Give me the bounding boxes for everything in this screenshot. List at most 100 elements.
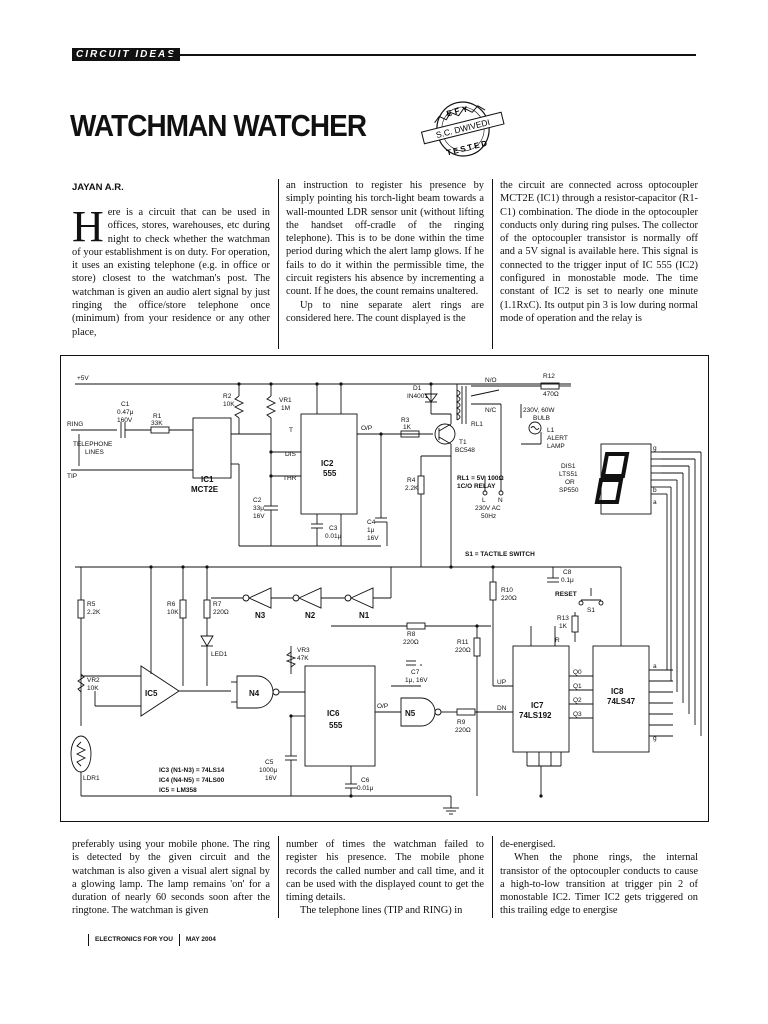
- paragraph: the circuit are connected across optocou…: [500, 180, 698, 324]
- label-mains-1: 230V AC: [475, 505, 501, 512]
- label-seg-g: g: [653, 445, 657, 452]
- label-dis1-c: SP550: [559, 487, 579, 494]
- label-r2-val: 10K: [223, 401, 235, 408]
- label-op: O/P: [361, 425, 372, 432]
- label-r1-val: 33K: [151, 420, 163, 427]
- label-dn: DN: [497, 705, 507, 712]
- footer-publication: ELECTRONICS FOR YOU: [95, 936, 173, 943]
- label-r10: R10: [501, 587, 513, 594]
- label-ic6: IC6: [327, 709, 340, 718]
- author-byline: JAYAN A.R.: [72, 182, 124, 193]
- label-r7: R7: [213, 601, 222, 608]
- column-divider: [492, 179, 493, 349]
- label-c8-val: 0.1μ: [561, 577, 574, 584]
- label-d1: D1: [413, 385, 422, 392]
- label-r8: R8: [407, 631, 416, 638]
- label-n4: N4: [249, 689, 260, 698]
- column-divider: [492, 836, 493, 918]
- label-dis1-a: LTS51: [559, 471, 578, 478]
- label-r12: R12: [543, 373, 555, 380]
- label-c7: C7: [411, 669, 420, 676]
- label-q0: Q0: [573, 669, 582, 676]
- label-r2: R2: [223, 393, 232, 400]
- label-ic5: IC5: [145, 689, 158, 698]
- footer-bar: [88, 934, 89, 946]
- label-c4-val: 1μ: [367, 527, 375, 534]
- paragraph: The telephone lines (TIP and RING) in: [300, 905, 463, 917]
- label-relay-2: 1C/O RELAY: [457, 483, 496, 490]
- label-t1-part: BC548: [455, 447, 475, 454]
- label-lines-2: LINES: [85, 449, 104, 456]
- label-ic2-part: 555: [323, 469, 337, 478]
- label-c5-val: 1000μ: [259, 767, 277, 774]
- label-r11: R11: [457, 639, 469, 646]
- label-c6-val: 0.01μ: [357, 785, 374, 792]
- label-led1: LED1: [211, 651, 228, 658]
- label-lamp-3: LAMP: [547, 443, 565, 450]
- label-c3: C3: [329, 525, 338, 532]
- label-c2-val: 33μ: [253, 505, 264, 512]
- label-mains-l: L: [482, 497, 486, 504]
- label-vr2: VR2: [87, 677, 100, 684]
- label-up: UP: [497, 679, 506, 686]
- column-3-bottom: de-energised. When the phone rings, the …: [500, 838, 698, 918]
- paragraph: de-energised.: [500, 839, 556, 850]
- label-mains-2: 50Hz: [481, 513, 496, 520]
- label-c1-val: 0.47μ: [117, 409, 134, 416]
- label-r3-val: 1K: [403, 424, 412, 431]
- label-relay-1: RL1 = 5V, 100Ω: [457, 475, 504, 482]
- label-vr1-val: 1M: [281, 405, 290, 412]
- label-lamp-2: ALERT: [547, 435, 568, 442]
- column-2-top: an instruction to register his presence …: [286, 179, 484, 325]
- label-c6: C6: [361, 777, 370, 784]
- label-r4-val: 2.2K: [405, 485, 419, 492]
- label-r5-val: 2.2K: [87, 609, 101, 616]
- column-divider: [278, 836, 279, 918]
- label-c3-val: 0.01μ: [325, 533, 342, 540]
- label-nc: N/C: [485, 407, 497, 414]
- label-lines-1: TELEPHONE: [73, 441, 113, 448]
- label-d1-part: IN4001: [407, 393, 428, 400]
- label-r13: R13: [557, 615, 569, 622]
- label-q3: Q3: [573, 711, 582, 718]
- label-t: T: [289, 427, 293, 434]
- label-c5: C5: [265, 759, 274, 766]
- column-2-bottom: number of times the watchman failed to r…: [286, 838, 484, 918]
- circuit-schematic: +5V RING TIP TELEPHONE LINES C1 0.47μ 16…: [60, 355, 709, 822]
- label-n1: N1: [359, 611, 370, 620]
- label-legend-2: IC4 (N4-N5) = 74LS00: [159, 777, 225, 784]
- label-ring: RING: [67, 421, 83, 428]
- label-legend-3: IC5 = LM358: [159, 787, 197, 794]
- label-n3: N3: [255, 611, 266, 620]
- label-ic7-part: 74LS192: [519, 711, 552, 720]
- label-t1: T1: [459, 439, 467, 446]
- label-dis: DIS: [285, 451, 297, 458]
- label-r12-val: 470Ω: [543, 391, 559, 398]
- label-r13-val: 1K: [559, 623, 568, 630]
- label-c8: C8: [563, 569, 572, 576]
- label-legend-1: IC3 (N1-N3) = 74LS14: [159, 767, 225, 774]
- label-tip: TIP: [67, 473, 77, 480]
- paragraph: When the phone rings, the internal trans…: [500, 852, 698, 917]
- efy-tested-stamp: EFY S.C. DWIVEDI TESTED: [420, 101, 505, 158]
- paragraph: preferably using your mobile phone. The …: [72, 839, 270, 917]
- label-vr2-val: 10K: [87, 685, 99, 692]
- label-bulb-2: BULB: [533, 415, 550, 422]
- label-r: R: [555, 637, 560, 644]
- footer-bar: [178, 934, 180, 946]
- section-header: CIRCUIT IDEAS: [72, 47, 696, 63]
- label-seg-a2: a: [653, 663, 657, 670]
- label-n2: N2: [305, 611, 316, 620]
- label-r5: R5: [87, 601, 96, 608]
- label-ic6-part: 555: [329, 721, 343, 730]
- label-ic8-part: 74LS47: [607, 697, 636, 706]
- label-q1: Q1: [573, 683, 582, 690]
- section-tag: CIRCUIT IDEAS: [72, 48, 180, 61]
- label-r7-val: 220Ω: [213, 609, 229, 616]
- label-dis1: DIS1: [561, 463, 576, 470]
- label-r6: R6: [167, 601, 176, 608]
- article-title: WATCHMAN WATCHER: [70, 108, 367, 143]
- drop-cap: H: [72, 202, 104, 251]
- label-s1: S1: [587, 607, 595, 614]
